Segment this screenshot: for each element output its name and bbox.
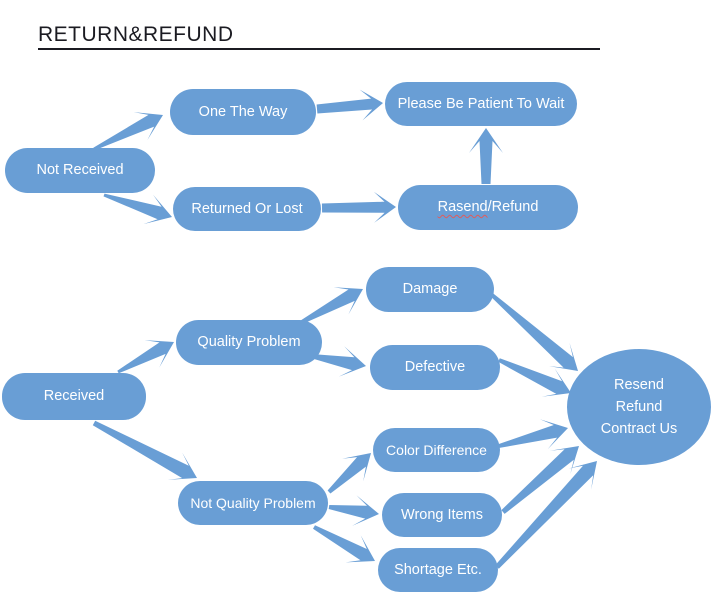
- flow-arrow: [328, 495, 379, 526]
- flow-arrow: [490, 293, 578, 371]
- node-returned-or-lost: Returned Or Lost: [173, 187, 321, 231]
- flow-arrow: [93, 112, 163, 151]
- node-label: Wrong Items: [401, 506, 483, 523]
- final-line-refund: Refund: [615, 399, 663, 415]
- node-label: Returned Or Lost: [191, 200, 303, 217]
- node-label: Received: [43, 388, 105, 404]
- node-wrong-items: Wrong Items: [382, 493, 502, 537]
- node-not-received: Not Received: [5, 148, 155, 193]
- node-label: Not Quality Problem: [190, 494, 316, 511]
- node-one-the-way: One The Way: [170, 89, 316, 135]
- node-please-be-patient: Please Be Patient To Wait: [385, 82, 577, 126]
- node-received: Received: [2, 373, 146, 420]
- node-label: Please Be Patient To Wait: [397, 95, 565, 112]
- node-damage: Damage: [366, 267, 494, 312]
- node-defective: Defective: [370, 345, 500, 390]
- node-label: One The Way: [198, 103, 288, 120]
- flow-arrow: [103, 193, 172, 225]
- flow-arrow: [495, 461, 597, 569]
- flow-arrow: [313, 525, 375, 563]
- flow-arrow: [498, 358, 571, 397]
- flow-arrow: [327, 453, 371, 494]
- flow-arrow: [310, 346, 366, 377]
- flow-arrow: [469, 128, 503, 184]
- final-line-contact: Contract Us: [600, 421, 678, 437]
- node-final-resolution: Resend Refund Contract Us: [567, 349, 711, 465]
- misspelled-word: Rasend: [437, 199, 488, 215]
- page-title: RETURN&REFUND: [38, 23, 234, 46]
- flow-arrow: [117, 340, 174, 374]
- node-label: Rasend/Refund: [438, 199, 539, 216]
- node-label: Damage: [402, 281, 458, 297]
- flow-arrow: [301, 287, 363, 324]
- node-label: Not Received: [36, 162, 124, 178]
- flow-arrow: [498, 419, 568, 450]
- node-label: Quality Problem: [197, 334, 301, 350]
- node-label-rest: /Refund: [487, 199, 539, 215]
- node-quality-problem: Quality Problem: [176, 320, 322, 365]
- final-line-resend: Resend: [614, 377, 664, 393]
- node-label: Defective: [404, 359, 466, 375]
- node-rasend-refund: Rasend/Refund: [398, 185, 578, 230]
- node-not-quality-problem: Not Quality Problem: [178, 481, 328, 525]
- node-label: Shortage Etc.: [394, 561, 482, 578]
- node-color-difference: Color Difference: [373, 428, 500, 472]
- node-shortage-etc: Shortage Etc.: [378, 548, 498, 592]
- page-title-block: RETURN&REFUND: [38, 24, 600, 50]
- flow-arrow: [501, 446, 579, 514]
- node-label: Color Difference: [386, 441, 487, 458]
- flow-arrow: [92, 420, 197, 480]
- flow-arrow: [316, 89, 383, 121]
- flow-arrow: [321, 191, 396, 223]
